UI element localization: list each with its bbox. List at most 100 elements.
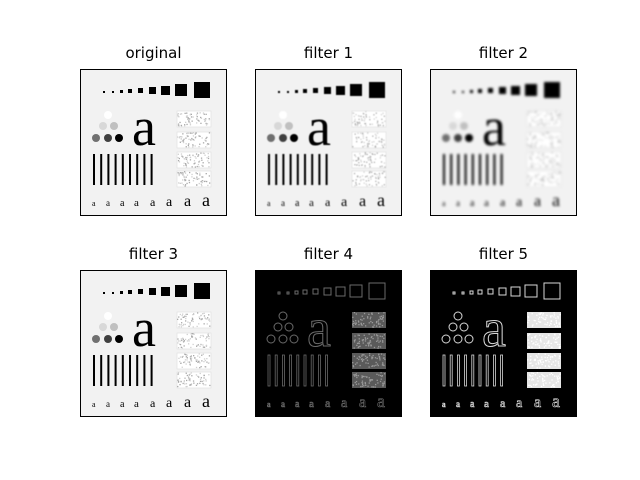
dot-5 (454, 134, 462, 142)
bar-6 (129, 154, 131, 185)
panel-title: filter 4 (303, 245, 354, 263)
noise-block-3 (352, 353, 386, 369)
bar-7 (310, 354, 314, 387)
square-5 (138, 88, 143, 93)
square-9 (368, 282, 386, 300)
bar-9 (500, 154, 503, 185)
small-glyph-1: a (267, 199, 271, 208)
square-1 (277, 291, 281, 295)
small-glyph-4: a (134, 197, 139, 209)
small-glyph-5: a (150, 195, 156, 209)
bar-5 (121, 355, 124, 386)
small-glyph-8: a (377, 391, 385, 411)
small-glyph-3: a (295, 198, 300, 209)
bar-4 (289, 354, 292, 387)
bar-4 (289, 154, 292, 185)
small-glyph-7: a (184, 193, 191, 210)
small-glyph-7: a (184, 394, 191, 411)
square-4 (478, 89, 482, 93)
bar-6 (304, 154, 306, 185)
dot-1 (453, 311, 463, 321)
small-glyph-4: a (134, 398, 139, 410)
bar-5 (296, 354, 300, 387)
small-glyph-3: a (470, 198, 475, 209)
bar-9 (325, 354, 328, 387)
bar-3 (282, 154, 285, 185)
bar-1 (267, 354, 271, 387)
bar-4 (114, 154, 117, 185)
small-glyph-5: a (325, 195, 331, 209)
dot-5 (104, 335, 112, 343)
dot-4 (92, 335, 100, 343)
square-6 (324, 87, 331, 94)
square-7 (161, 287, 170, 296)
panel-title: filter 5 (478, 245, 529, 263)
small-glyph-3: a (295, 399, 300, 410)
square-9 (369, 82, 385, 98)
bar-1 (442, 354, 446, 387)
bar-9 (500, 354, 503, 387)
noise-block-4 (176, 371, 212, 389)
noise-block-3 (176, 151, 212, 169)
dot-3 (284, 322, 294, 332)
square-4 (302, 289, 308, 295)
square-1 (103, 292, 105, 294)
small-glyph-8: a (202, 190, 210, 210)
bar-7 (486, 154, 489, 185)
bar-7 (485, 354, 489, 387)
small-glyph-2: a (456, 399, 460, 409)
small-glyph-3: a (120, 399, 125, 410)
bar-4 (464, 154, 467, 185)
square-4 (128, 290, 132, 294)
square-8 (350, 84, 362, 96)
square-4 (128, 89, 132, 93)
dot-4 (266, 334, 276, 344)
noise-block-1 (176, 311, 212, 329)
large-glyph: a (307, 298, 331, 358)
square-6 (498, 287, 507, 296)
square-5 (487, 288, 494, 295)
small-glyph-3: a (470, 399, 475, 410)
small-glyph-6: a (516, 195, 523, 210)
square-2 (286, 291, 290, 295)
large-glyph: a (132, 298, 156, 358)
dot-1 (279, 111, 287, 119)
square-3 (295, 90, 298, 93)
bar-5 (296, 154, 299, 185)
square-7 (511, 86, 520, 95)
square-5 (488, 88, 493, 93)
small-glyph-6: a (166, 396, 173, 411)
square-4 (303, 89, 307, 93)
square-5 (138, 289, 143, 294)
dot-2 (99, 122, 107, 130)
large-glyph: a (132, 97, 156, 157)
square-9 (543, 282, 561, 300)
dot-5 (453, 334, 463, 344)
square-2 (112, 292, 114, 294)
noise-block-2 (351, 131, 387, 149)
dot-4 (441, 334, 451, 344)
square-4 (477, 289, 483, 295)
noise-block-3 (176, 352, 212, 370)
bar-2 (100, 154, 103, 185)
bar-4 (464, 354, 467, 387)
bar-9 (325, 154, 328, 185)
bar-6 (478, 354, 482, 387)
bar-2 (274, 354, 278, 387)
bar-6 (303, 354, 307, 387)
small-glyph-5: a (150, 396, 156, 410)
square-2 (112, 91, 114, 93)
small-glyph-6: a (341, 195, 348, 210)
panel-title: filter 3 (128, 245, 179, 263)
noise-block-1 (351, 110, 387, 128)
small-glyph-1: a (442, 400, 446, 409)
bar-1 (268, 154, 270, 185)
